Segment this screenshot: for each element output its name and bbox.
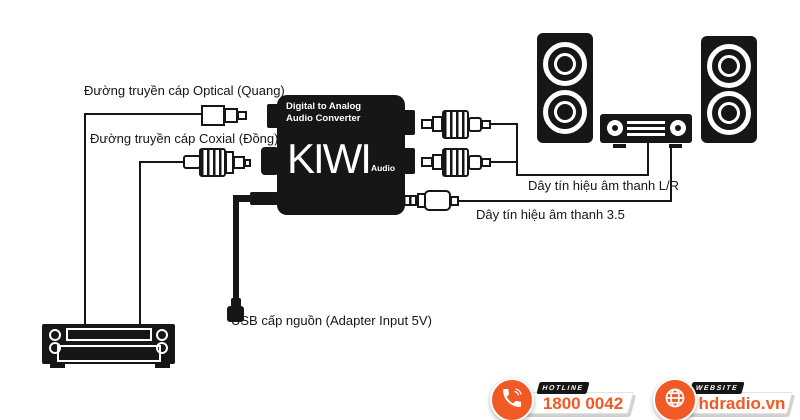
speaker-left	[537, 33, 593, 143]
rca-join-line-v	[516, 123, 518, 176]
dac-title-line1: Digital to Analog	[286, 101, 362, 112]
coaxial-cable-line-h	[139, 161, 185, 163]
speaker-driver	[707, 91, 751, 135]
dac-port-coaxial	[261, 147, 279, 175]
optical-label: Đường truyền cáp Optical (Quang)	[84, 83, 285, 98]
brand-suffix: Audio	[370, 163, 396, 173]
phone-icon	[500, 386, 524, 415]
jack35-line-h	[456, 200, 672, 202]
amp-foot-right	[669, 144, 682, 148]
dac-port-rca-top	[403, 110, 415, 135]
source-player	[42, 324, 175, 364]
dvd-foot-right	[155, 364, 170, 368]
speaker-right	[701, 36, 757, 143]
usb-power-label: USB cấp nguồn (Adapter Input 5V)	[231, 313, 432, 328]
dac-title: Digital to Analog Audio Converter	[286, 101, 361, 124]
hotline-label: HOTLINE	[541, 384, 585, 392]
optical-cable-line-h	[84, 113, 202, 115]
dac-port-rca-bottom	[403, 148, 415, 174]
coaxial-label: Đường truyền cáp Coxial (Đồng)	[90, 131, 279, 146]
disc-tray-slot	[66, 328, 152, 341]
hotline-circle	[490, 378, 534, 420]
speaker-driver	[707, 44, 751, 88]
dac-title-line2: Audio Converter	[286, 112, 361, 124]
dac-port-optical	[267, 104, 279, 128]
amp-foot-left	[613, 144, 626, 148]
lr-line-h	[516, 174, 649, 176]
dac-usb-port-plug	[250, 192, 278, 205]
website-url: hdradio.vn	[698, 394, 786, 413]
usb-plug-body	[227, 306, 244, 322]
globe-icon	[663, 386, 687, 415]
rca-top-line	[490, 123, 518, 125]
website-label: WEBSITE	[694, 384, 740, 392]
jack35-line-v	[670, 147, 672, 202]
hotline-number: 1800 0042	[542, 394, 624, 413]
rca-bottom-line	[490, 161, 518, 163]
speaker-driver	[543, 90, 587, 134]
website-tab: WEBSITE	[689, 382, 745, 394]
lr-cable-label: Dây tín hiệu âm thanh L/R	[528, 178, 680, 193]
coaxial-cable-line-v	[139, 161, 141, 325]
dvd-foot-left	[50, 364, 65, 368]
amp-knob-right	[670, 120, 686, 136]
hotline-tab: HOTLINE	[536, 382, 590, 394]
brand-name: KIWI	[286, 135, 372, 182]
dac-brand-logo: KIWI Audio	[277, 133, 405, 181]
front-panel-slot	[57, 345, 161, 362]
amp-knob-left	[607, 120, 623, 136]
optical-cable-line-v	[84, 113, 86, 325]
jack35-cable-label: Dây tín hiệu âm thanh 3.5	[476, 207, 625, 222]
dac-converter-box	[277, 95, 405, 215]
lr-line-v	[647, 142, 649, 176]
website-circle	[653, 378, 697, 420]
amplifier	[600, 114, 692, 143]
usb-plug-tip	[231, 298, 241, 307]
speaker-driver	[543, 42, 587, 86]
